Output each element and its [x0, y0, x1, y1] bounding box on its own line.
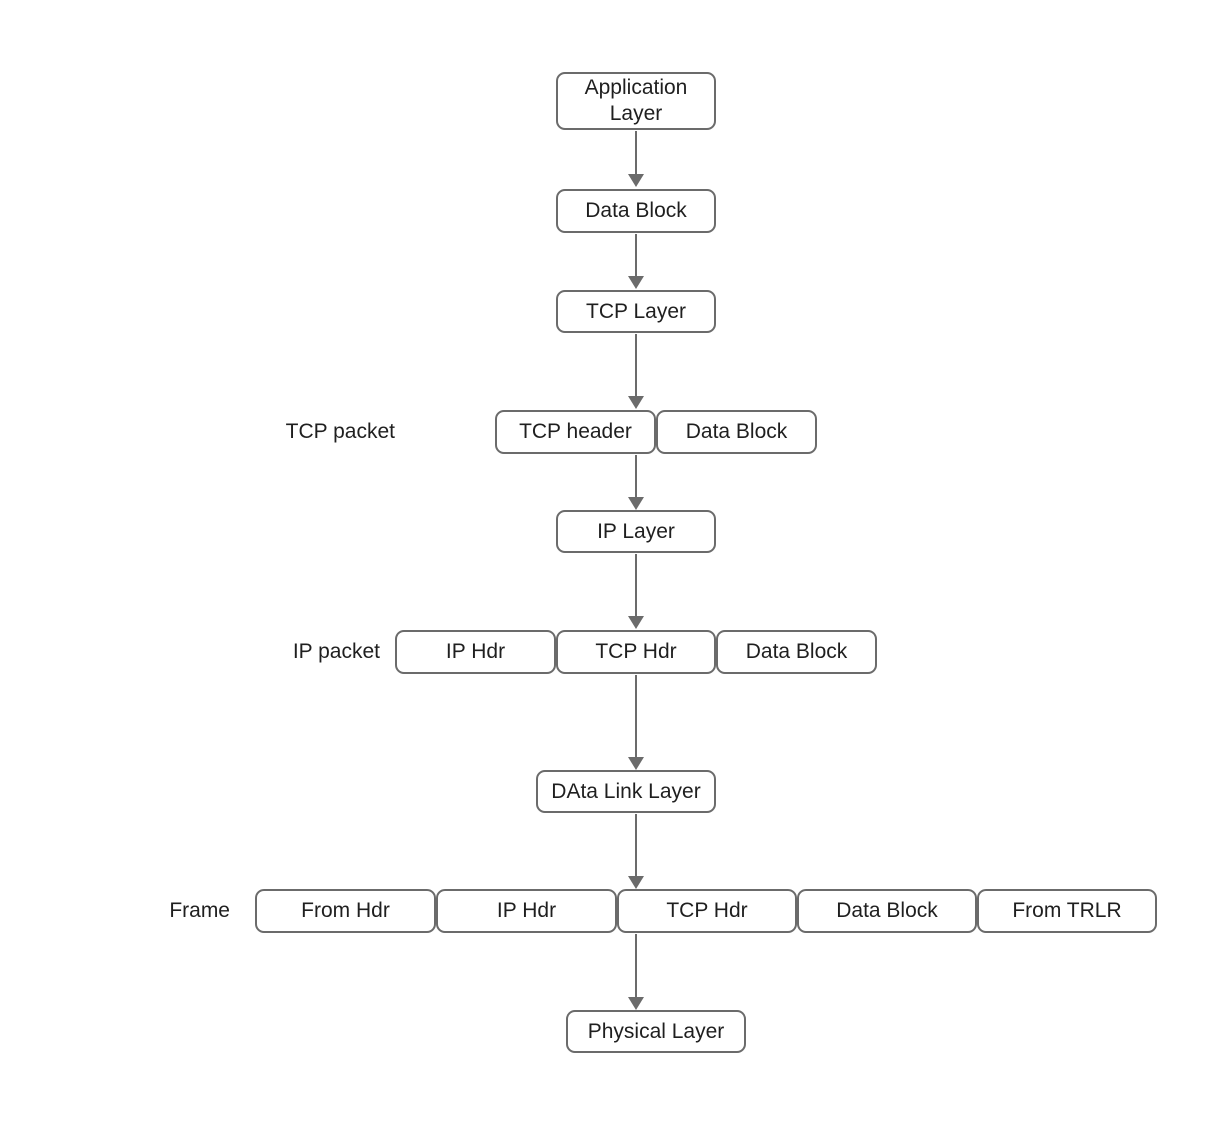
segment-ip-hdr[interactable]: IP Hdr: [436, 889, 617, 933]
node-application-layer[interactable]: Application Layer: [556, 72, 716, 130]
row-frame: From Hdr IP Hdr TCP Hdr Data Block From …: [255, 889, 1157, 933]
segment-ip-hdr[interactable]: IP Hdr: [395, 630, 556, 674]
node-physical-layer[interactable]: Physical Layer: [566, 1010, 746, 1053]
row-label-tcp-packet: TCP packet: [285, 420, 395, 443]
segment-tcp-hdr[interactable]: TCP Hdr: [556, 630, 716, 674]
segment-data-block[interactable]: Data Block: [656, 410, 817, 454]
segment-data-block[interactable]: Data Block: [716, 630, 877, 674]
row-label-ip-packet: IP packet: [292, 640, 380, 663]
segment-tcp-header[interactable]: TCP header: [495, 410, 656, 454]
node-data-block[interactable]: Data Block: [556, 189, 716, 233]
row-label-frame: Frame: [169, 899, 230, 922]
segment-data-block[interactable]: Data Block: [797, 889, 977, 933]
segment-from-hdr[interactable]: From Hdr: [255, 889, 436, 933]
node-tcp-layer[interactable]: TCP Layer: [556, 290, 716, 333]
node-data-link-layer[interactable]: DAta Link Layer: [536, 770, 716, 813]
node-ip-layer[interactable]: IP Layer: [556, 510, 716, 553]
row-tcp-packet: TCP header Data Block: [495, 410, 817, 454]
row-ip-packet: IP Hdr TCP Hdr Data Block: [395, 630, 877, 674]
segment-from-trlr[interactable]: From TRLR: [977, 889, 1157, 933]
segment-tcp-hdr[interactable]: TCP Hdr: [617, 889, 797, 933]
